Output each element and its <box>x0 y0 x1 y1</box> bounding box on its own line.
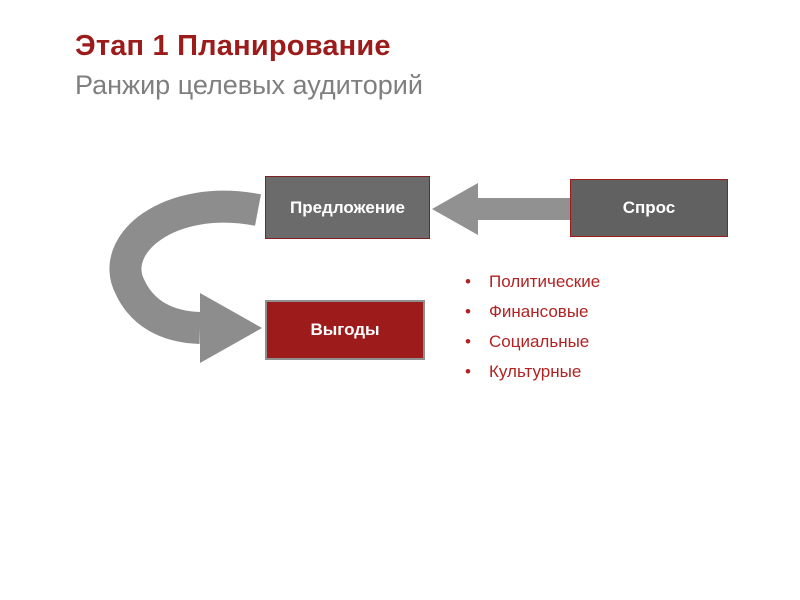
demand-box-label: Спрос <box>622 198 676 217</box>
left-arrow-icon <box>432 183 572 235</box>
list-item: • Финансовые <box>465 302 600 332</box>
bullet-label: Социальные <box>489 332 590 351</box>
list-item: • Политические <box>465 272 600 302</box>
curved-arrow-icon <box>109 190 262 363</box>
slide-title: Этап 1 Планирование <box>75 30 391 62</box>
slide-subtitle: Ранжир целевых аудиторий <box>75 70 423 100</box>
bullet-icon: • <box>465 362 471 381</box>
bullet-icon: • <box>465 332 471 351</box>
bullet-label: Политические <box>489 272 601 291</box>
bullet-icon: • <box>465 302 471 321</box>
list-item: • Социальные <box>465 332 600 362</box>
bullet-list: • Политические • Финансовые • Социальные… <box>465 272 600 392</box>
bullet-label: Финансовые <box>489 302 589 321</box>
benefits-box: Выгоды <box>265 300 425 360</box>
demand-box: Спрос <box>570 179 728 237</box>
bullet-label: Культурные <box>489 362 582 381</box>
bullet-icon: • <box>465 272 471 291</box>
offer-box-label: Предложение <box>289 197 406 217</box>
benefits-box-label: Выгоды <box>310 320 380 339</box>
list-item: • Культурные <box>465 362 600 392</box>
offer-box: Предложение <box>265 176 430 239</box>
